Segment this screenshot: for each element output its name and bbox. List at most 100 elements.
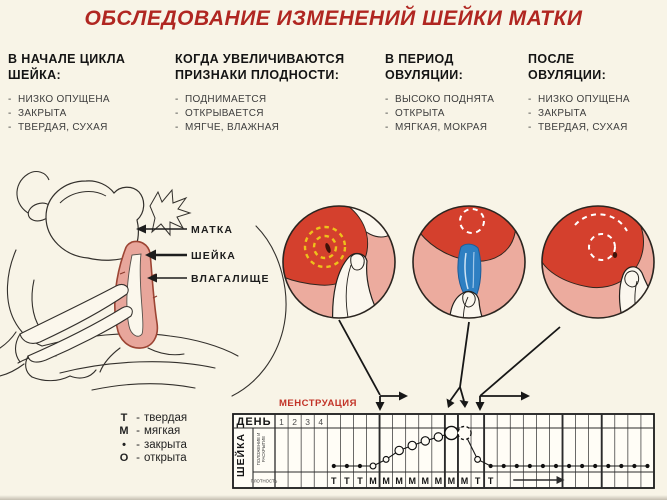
phase-heading: ПОСЛЕ ОВУЛЯЦИИ: bbox=[528, 52, 607, 82]
label-vagina: ВЛАГАЛИЩЕ bbox=[191, 273, 270, 285]
chart-firmness-letter: М bbox=[435, 476, 443, 486]
yellow-dashed-mark bbox=[312, 234, 338, 260]
feature-item: -ТВЕРДАЯ, СУХАЯ bbox=[528, 122, 628, 133]
chart-day-row-label: ДЕНЬ bbox=[236, 416, 271, 428]
chart-firmness-letter: М bbox=[461, 476, 469, 486]
feature-item: -НИЗКО ОПУЩЕНА bbox=[8, 94, 110, 105]
chart-firmness-letter: М bbox=[369, 476, 377, 486]
exam-circle-fertile bbox=[412, 205, 526, 319]
marker-closed-dot bbox=[331, 463, 336, 469]
marker-closed-dot bbox=[488, 463, 493, 469]
feature-item: -ПОДНИМАЕТСЯ bbox=[175, 94, 267, 105]
uterus-drawing bbox=[16, 171, 192, 261]
marker-closed-dot bbox=[580, 463, 585, 469]
marker-closed-dot bbox=[593, 463, 598, 469]
examining-hand-drawing bbox=[0, 284, 133, 382]
marker-closed-dot bbox=[527, 463, 532, 469]
exam-circles-illustration bbox=[282, 205, 655, 319]
feature-item: -ТВЕРДАЯ, СУХАЯ bbox=[8, 122, 108, 133]
marker-closed-dot bbox=[632, 463, 637, 469]
finger-drawing bbox=[449, 290, 495, 318]
phase-heading: КОГДА УВЕЛИЧИВАЮТСЯ ПРИЗНАКИ ПЛОДНОСТИ: bbox=[175, 52, 345, 82]
phase-column-cycle-start: В НАЧАЛЕ ЦИКЛА ШЕЙКА: -НИЗКО ОПУЩЕНА-ЗАК… bbox=[8, 52, 140, 135]
phase-item-list: -НИЗКО ОПУЩЕНА -ЗАКРЫТА -ТВЕРДАЯ, СУХАЯ bbox=[528, 93, 630, 135]
feature-item: -МЯГЧЕ, ВЛАЖНАЯ bbox=[175, 122, 280, 133]
fingernail bbox=[624, 270, 640, 288]
feature-item: -ОТКРЫТА bbox=[385, 108, 445, 119]
chart-firmness-letter: М bbox=[395, 476, 403, 486]
legend-row: Т-твердая bbox=[116, 411, 187, 425]
phase-heading: В ПЕРИОД ОВУЛЯЦИИ: bbox=[385, 52, 464, 82]
chart-day-number: 2 bbox=[292, 417, 297, 427]
phase-heading: В НАЧАЛЕ ЦИКЛА ШЕЙКА: bbox=[8, 52, 126, 82]
feature-item: -НИЗКО ОПУЩЕНА bbox=[528, 94, 630, 105]
photo-edge-shade bbox=[0, 495, 667, 500]
phase-item-list: -ПОДНИМАЕТСЯ -ОТКРЫВАЕТСЯ -МЯГЧЕ, ВЛАЖНАЯ bbox=[175, 93, 347, 135]
fimbriae-star bbox=[149, 188, 192, 237]
marker-closed-dot bbox=[344, 463, 349, 469]
chart-day-number: 3 bbox=[305, 417, 310, 427]
legend-symbol: О bbox=[119, 452, 129, 465]
legend-symbol: • bbox=[122, 438, 126, 451]
marker-open-circle bbox=[474, 455, 482, 463]
marker-closed-dot bbox=[606, 463, 611, 469]
marker-open-circle bbox=[369, 462, 377, 470]
chart-firmness-letter: Т bbox=[357, 476, 363, 486]
marker-closed-dot bbox=[566, 463, 572, 469]
anatomy-label-arrows bbox=[136, 224, 187, 283]
chart-frame bbox=[232, 413, 655, 489]
legend-row: О-открыта bbox=[116, 452, 187, 466]
vagina-drawing bbox=[114, 240, 159, 349]
chart-firmness-letter: Т bbox=[344, 476, 350, 486]
feature-item: -ОТКРЫВАЕТСЯ bbox=[175, 108, 264, 119]
chart-firmness-letter: М bbox=[382, 476, 390, 486]
fertile-mucus-blue bbox=[457, 243, 482, 300]
chart-position-row-label: ПОЛОЖЕНИЕ ИРАСКРЫТИЕ bbox=[256, 433, 266, 466]
phase-column-post-ovulation: ПОСЛЕ ОВУЛЯЦИИ: -НИЗКО ОПУЩЕНА -ЗАКРЫТА -Т… bbox=[528, 52, 630, 135]
marker-open-circle bbox=[382, 455, 390, 463]
chart-day-number: 4 bbox=[318, 417, 323, 427]
letters-row-arrowhead bbox=[556, 476, 565, 484]
marker-open-circle bbox=[444, 425, 459, 441]
legend-symbol: Т bbox=[120, 411, 128, 424]
feature-item: -ВЫСОКО ПОДНЯТА bbox=[385, 94, 495, 105]
phase-item-list: -НИЗКО ОПУЩЕНА-ЗАКРЫТА-ТВЕРДАЯ, СУХАЯ bbox=[8, 93, 140, 135]
marker-open-circle bbox=[407, 440, 417, 451]
phase-column-fertility-rising: КОГДА УВЕЛИЧИВАЮТСЯ ПРИЗНАКИ ПЛОДНОСТИ: … bbox=[175, 52, 347, 135]
legend-symbol: М bbox=[119, 425, 129, 438]
chart-firmness-letter: Т bbox=[331, 476, 337, 486]
marker-closed-dot bbox=[501, 463, 506, 469]
marker-closed-dot bbox=[645, 463, 650, 469]
chart-firmness-letter: Т bbox=[475, 476, 481, 486]
legend-text: закрыта bbox=[144, 438, 187, 451]
marker-open-circle bbox=[457, 425, 472, 441]
phase-item-list: -ВЫСОКО ПОДНЯТА -ОТКРЫТА -МЯГКАЯ, МОКРАЯ bbox=[385, 93, 507, 135]
feature-item: -МЯГКАЯ, МОКРАЯ bbox=[385, 122, 488, 133]
chart-firmness-row-label: ПЛОТНОСТЬ bbox=[251, 479, 278, 484]
marker-closed-dot bbox=[514, 463, 519, 469]
feature-item: -ЗАКРЫТА bbox=[528, 108, 587, 119]
label-cervix: ШЕЙКА bbox=[191, 249, 236, 262]
marker-closed-dot bbox=[553, 463, 559, 469]
chart-firmness-letter: М bbox=[408, 476, 416, 486]
closed-os-slit bbox=[325, 243, 331, 253]
fingernail bbox=[462, 291, 476, 308]
legend-text: мягкая bbox=[144, 425, 181, 438]
legend-row: М-мягкая bbox=[116, 425, 187, 439]
legend-row: •-закрыта bbox=[116, 438, 187, 452]
chart-firmness-letter: М bbox=[422, 476, 430, 486]
closed-os-dot bbox=[612, 252, 618, 258]
exam-circle-cycle-start bbox=[282, 205, 396, 319]
marker-closed-dot bbox=[357, 463, 363, 469]
menstruation-label: МЕНСТРУАЦИЯ bbox=[279, 398, 357, 409]
legend-text: открыта bbox=[144, 452, 187, 465]
label-uterus: МАТКА bbox=[191, 224, 233, 236]
marker-open-circle bbox=[420, 436, 431, 446]
marker-open-circle bbox=[433, 432, 444, 442]
connector-arrows bbox=[338, 319, 561, 411]
fingernail bbox=[350, 253, 365, 271]
